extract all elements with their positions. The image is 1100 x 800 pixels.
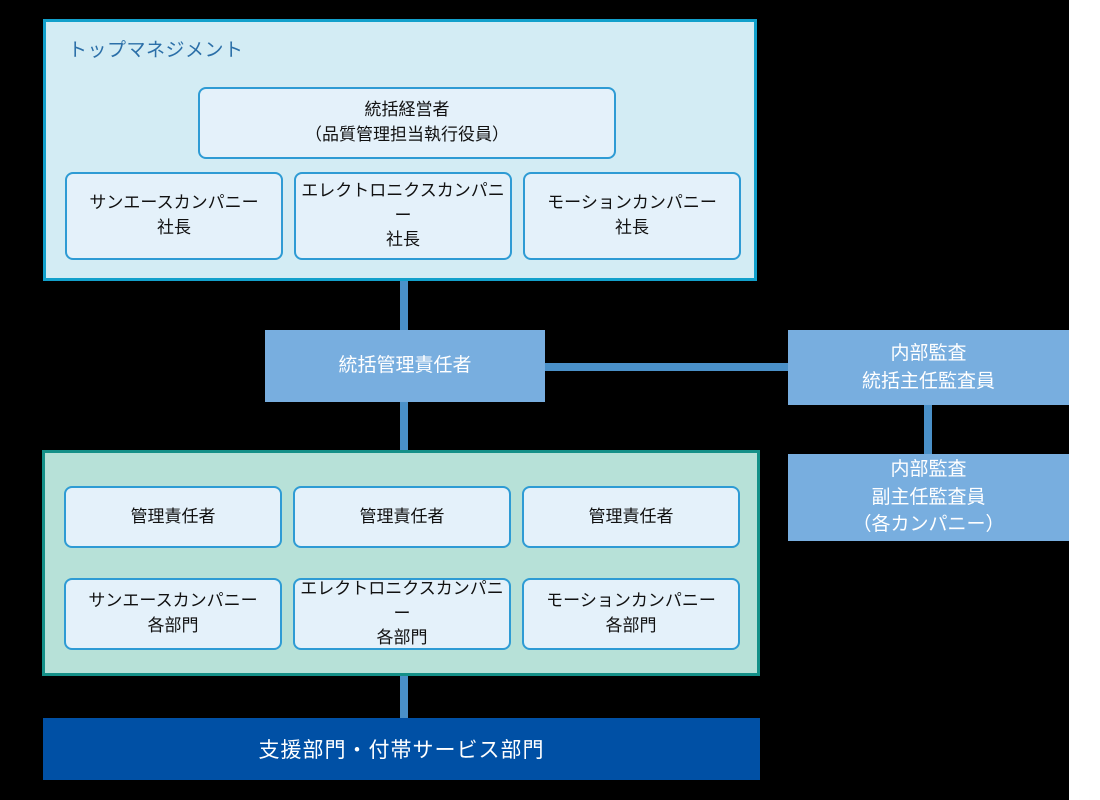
node-internal-audit-sub-auditor[interactable]: 内部監査 副主任監査員 （各カンパニー）: [788, 454, 1069, 541]
management-representatives-panel: 管理責任者 管理責任者 管理責任者 サンエースカンパニー 各部門 エレクトロニク…: [42, 450, 760, 676]
node-president-sunace[interactable]: サンエースカンパニー 社長: [65, 172, 283, 260]
connector-top-panel-to-general-manager: [400, 281, 408, 333]
node-management-rep-motion[interactable]: 管理責任者: [522, 486, 740, 548]
node-departments-electronics[interactable]: エレクトロニクスカンパニー 各部門: [293, 578, 511, 650]
node-general-management-representative[interactable]: 統括管理責任者: [265, 330, 545, 402]
node-executive-officer[interactable]: 統括経営者 （品質管理担当執行役員）: [198, 87, 616, 159]
node-internal-audit-lead-auditor[interactable]: 内部監査 統括主任監査員: [788, 330, 1069, 405]
top-management-panel-title: トップマネジメント: [68, 40, 244, 61]
node-management-rep-electronics[interactable]: 管理責任者: [293, 486, 511, 548]
top-management-panel: トップマネジメント 統括経営者 （品質管理担当執行役員） サンエースカンパニー …: [43, 19, 757, 281]
connector-general-manager-to-green-panel: [400, 398, 408, 454]
node-president-motion[interactable]: モーションカンパニー 社長: [523, 172, 741, 260]
node-president-electronics[interactable]: エレクトロニクスカンパニー 社長: [294, 172, 512, 260]
connector-general-manager-to-audit-lead: [541, 363, 791, 371]
connector-green-panel-to-support-bar: [400, 672, 408, 722]
node-departments-motion[interactable]: モーションカンパニー 各部門: [522, 578, 740, 650]
node-departments-sunace[interactable]: サンエースカンパニー 各部門: [64, 578, 282, 650]
connector-audit-lead-to-audit-sub: [924, 402, 932, 454]
node-support-departments-bar[interactable]: 支援部門・付帯サービス部門: [43, 718, 760, 780]
node-management-rep-sunace[interactable]: 管理責任者: [64, 486, 282, 548]
right-margin: [1069, 0, 1100, 800]
